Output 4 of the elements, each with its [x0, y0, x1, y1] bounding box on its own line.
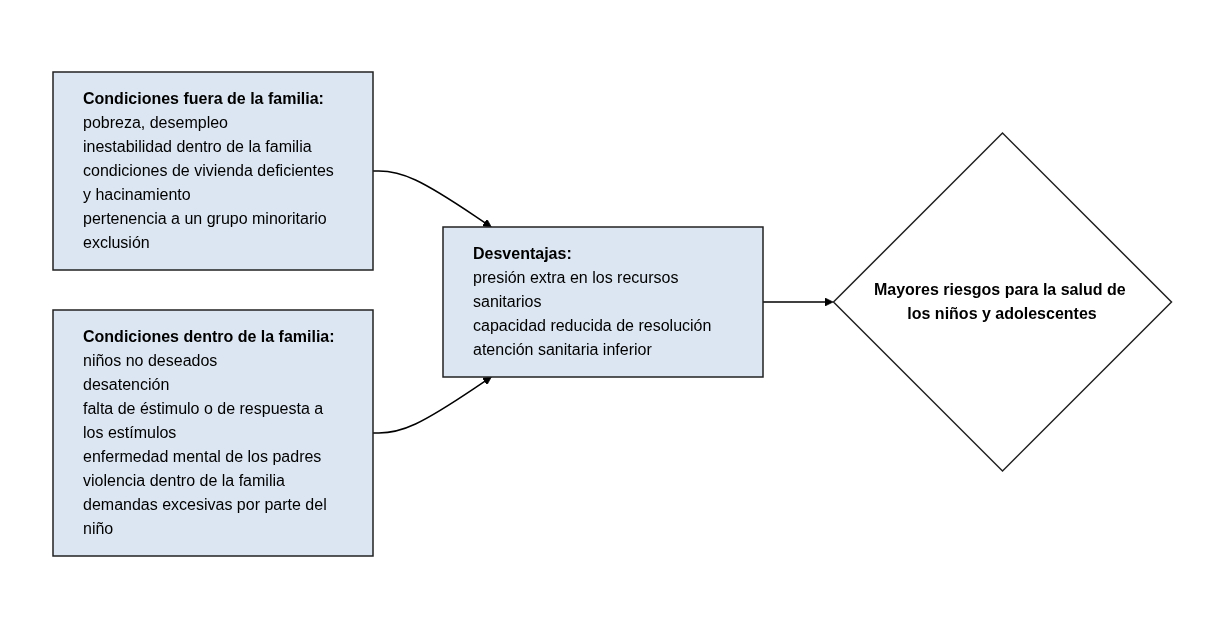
node-box: Condiciones fuera de la familia: pobreza, desempleo inestabilidad dentro de la familia condiciones de vivienda deficientes y hacinamiento pertenencia a un grupo minoritario exclusión: [52, 70, 374, 271]
node-diamond: Mayores riesgos para la salud de los niños y adolescentes: [832, 131, 1173, 472]
node-box: Desventajas: presión extra en los recursos sanitarios capacidad reducida de resolución atención sanitaria inferior: [442, 225, 764, 378]
node-box: Condiciones dentro de la familia: niños no deseados desatención falta de éstimulo o de respuesta a los estímulos enfermedad mental de los padres violencia dentro de la familia demandas excesivas por parte del niño: [52, 308, 374, 557]
